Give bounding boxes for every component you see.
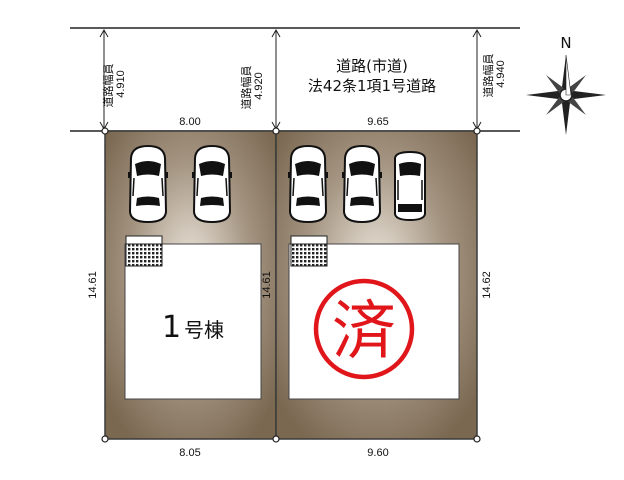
road-boundary (70, 27, 520, 132)
sold-stamp: 済 (313, 278, 415, 380)
car-5-compact (394, 150, 426, 222)
dim-side-left: 14.61 (87, 271, 99, 299)
north-label: N (560, 34, 571, 52)
car-1 (127, 145, 169, 223)
dim-bottom-left: 8.05 (179, 447, 200, 459)
dim-top-left: 8.00 (179, 116, 200, 128)
road-width-left: 道路幅員 4.910 (101, 60, 127, 107)
north-compass: N (526, 34, 606, 135)
road-width-right: 道路幅員 4.940 (481, 50, 507, 97)
road-width-middle: 道路幅員 4.920 (239, 62, 265, 109)
dim-side-right: 14.62 (481, 271, 493, 299)
car-3 (287, 145, 329, 223)
sold-stamp-text: 済 (332, 295, 396, 369)
road-designation: 法42条1項1号道路 (308, 77, 436, 95)
dim-side-middle: 14.61 (261, 271, 273, 299)
corner-markers (101, 127, 481, 443)
dim-top-right: 9.65 (367, 116, 388, 128)
building-1-footprint (124, 243, 262, 400)
dim-bottom-right: 9.60 (367, 447, 388, 459)
lot-2: 済 (275, 130, 478, 440)
road-name: 道路(市道) (336, 57, 408, 75)
car-2 (191, 145, 233, 223)
car-4 (341, 145, 383, 223)
